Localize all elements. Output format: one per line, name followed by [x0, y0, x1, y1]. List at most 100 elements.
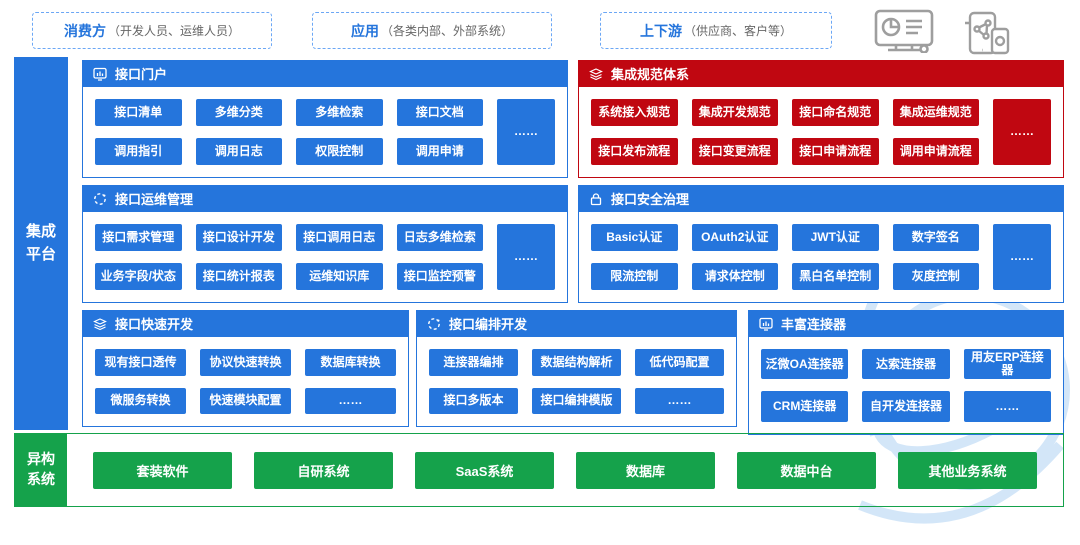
bar-chart-window-icon — [93, 67, 107, 81]
feature-block: 接口调用日志 — [296, 224, 383, 251]
heterogeneous-systems-label: 异构 系统 — [15, 434, 67, 506]
feature-block: 接口发布流程 — [591, 138, 678, 165]
system-block: 套装软件 — [93, 451, 232, 489]
feature-block: 数据结构解析 — [532, 349, 621, 376]
section-body: 连接器编排数据结构解析低代码配置接口多版本接口编排模版…… — [416, 337, 737, 427]
sync-circle-icon — [427, 317, 441, 331]
more-button: …… — [305, 387, 396, 414]
feature-block: 调用申请 — [396, 138, 483, 165]
feature-block: 权限控制 — [296, 138, 383, 165]
feature-block: 接口命名规范 — [792, 99, 879, 126]
feature-block: 系统接入规范 — [591, 99, 678, 126]
system-block: 数据库 — [576, 451, 715, 489]
bar-chart-window-icon — [759, 317, 773, 331]
consumer-box-sub: （开发人员、运维人员） — [107, 24, 240, 38]
feature-block: 接口文档 — [396, 99, 483, 126]
system-block: 数据中台 — [737, 451, 876, 489]
feature-block: 集成运维规范 — [892, 99, 979, 126]
feature-block: 协议快速转换 — [200, 349, 291, 376]
more-button: …… — [635, 387, 724, 414]
section-rapid-dev: 接口快速开发 现有接口透传协议快速转换数据库转换微服务转换快速模块配置…… — [82, 310, 409, 427]
feature-block: 限流控制 — [591, 263, 678, 290]
feature-block: 泛微OA连接器 — [761, 349, 849, 380]
feature-block: 现有接口透传 — [95, 349, 186, 376]
more-button: …… — [497, 99, 555, 165]
feature-block: 集成开发规范 — [691, 99, 778, 126]
integration-platform-sidebar: 集成 平台 — [14, 57, 68, 430]
lock-icon — [589, 192, 603, 206]
feature-block: 调用日志 — [195, 138, 282, 165]
section-api-portal: 接口门户 ……接口清单多维分类多维检索接口文档调用指引调用日志权限控制调用申请 — [82, 60, 568, 178]
section-header: 丰富连接器 — [748, 310, 1064, 337]
layers-icon — [93, 317, 107, 331]
feature-block: 微服务转换 — [95, 387, 186, 414]
section-title: 接口安全治理 — [611, 192, 690, 207]
feature-block: 接口监控预警 — [396, 263, 483, 290]
upstream-downstream-box-title: 上下游 — [639, 22, 682, 39]
feature-block: 快速模块配置 — [200, 387, 291, 414]
feature-block: 接口编排模版 — [532, 387, 621, 414]
section-body: 现有接口透传协议快速转换数据库转换微服务转换快速模块配置…… — [82, 337, 409, 427]
more-button: …… — [963, 391, 1051, 422]
section-title: 丰富连接器 — [781, 317, 847, 332]
system-block: SaaS系统 — [415, 451, 554, 489]
system-block: 其他业务系统 — [898, 451, 1037, 489]
section-integration-spec: 集成规范体系 ……系统接入规范集成开发规范接口命名规范集成运维规范接口发布流程接… — [578, 60, 1064, 178]
section-header: 接口门户 — [82, 60, 568, 87]
application-box-title: 应用 — [350, 22, 379, 39]
sidebar-label-line: 平台 — [25, 245, 56, 263]
feature-block: 日志多维检索 — [396, 224, 483, 251]
feature-block: 接口需求管理 — [95, 224, 182, 251]
section-body: ……系统接入规范集成开发规范接口命名规范集成运维规范接口发布流程接口变更流程接口… — [578, 87, 1064, 178]
application-box: 应用 （各类内部、外部系统） — [312, 12, 552, 49]
feature-block: 运维知识库 — [296, 263, 383, 290]
feature-block: Basic认证 — [591, 224, 678, 251]
layers-icon — [589, 67, 603, 81]
section-header: 接口快速开发 — [82, 310, 409, 337]
feature-block: JWT认证 — [792, 224, 879, 251]
feature-block: 数字签名 — [892, 224, 979, 251]
sidebar-label-line: 集成 — [25, 223, 56, 240]
feature-block: 业务字段/状态 — [95, 263, 182, 290]
section-api-security: 接口安全治理 …… Basic认证 OAuth2认证 JWT认证数字签名限流控制请求体… — [578, 185, 1064, 303]
feature-block: 接口多版本 — [429, 387, 518, 414]
section-body: ……接口清单多维分类多维检索接口文档调用指引调用日志权限控制调用申请 — [82, 87, 568, 178]
consumer-box-title: 消费方 — [63, 22, 106, 39]
consumer-box: 消费方 （开发人员、运维人员） — [32, 12, 272, 49]
more-button: …… — [497, 224, 555, 290]
feature-block: OAuth2认证 — [691, 224, 778, 251]
feature-block: 接口设计开发 — [195, 224, 282, 251]
dashboard-monitor-icon — [874, 9, 936, 58]
feature-block: 达索连接器 — [862, 349, 950, 380]
heterogeneous-systems-items: 套装软件自研系统 SaaS系统数据库数据中台其他业务系统 — [67, 434, 1063, 506]
section-header: 接口运维管理 — [82, 185, 568, 212]
section-title: 接口运维管理 — [115, 192, 194, 207]
application-box-sub: （各类内部、外部系统） — [380, 24, 513, 38]
feature-block: 接口申请流程 — [792, 138, 879, 165]
section-header: 接口安全治理 — [578, 185, 1064, 212]
system-block: 自研系统 — [254, 451, 393, 489]
section-title: 集成规范体系 — [611, 67, 690, 82]
feature-block: 低代码配置 — [635, 349, 724, 376]
section-header: 接口编排开发 — [416, 310, 737, 337]
section-api-ops: 接口运维管理 …… 接口需求管理接口设计开发接口调用日志日志多维检索业务字段/状态… — [82, 185, 568, 303]
feature-block: 灰度控制 — [892, 263, 979, 290]
section-title: 接口门户 — [115, 67, 168, 82]
sync-circle-icon — [93, 192, 107, 206]
feature-block: CRM连接器 — [761, 391, 849, 422]
more-button: …… — [993, 224, 1051, 290]
section-title: 接口快速开发 — [115, 317, 194, 332]
section-orchestration-dev: 接口编排开发 连接器编排数据结构解析低代码配置接口多版本接口编排模版…… — [416, 310, 737, 427]
feature-block: 请求体控制 — [691, 263, 778, 290]
upstream-downstream-box-sub: （供应商、客户等） — [683, 24, 792, 38]
section-title: 接口编排开发 — [449, 317, 528, 332]
section-body: ……接口需求管理接口设计开发接口调用日志日志多维检索业务字段/状态接口统计报表运… — [82, 212, 568, 303]
feature-block: 接口清单 — [95, 99, 182, 126]
feature-block: 调用指引 — [95, 138, 182, 165]
feature-block: 多维分类 — [195, 99, 282, 126]
feature-block: 用友ERP连接器 — [963, 349, 1051, 380]
feature-block: 调用申请流程 — [892, 138, 979, 165]
